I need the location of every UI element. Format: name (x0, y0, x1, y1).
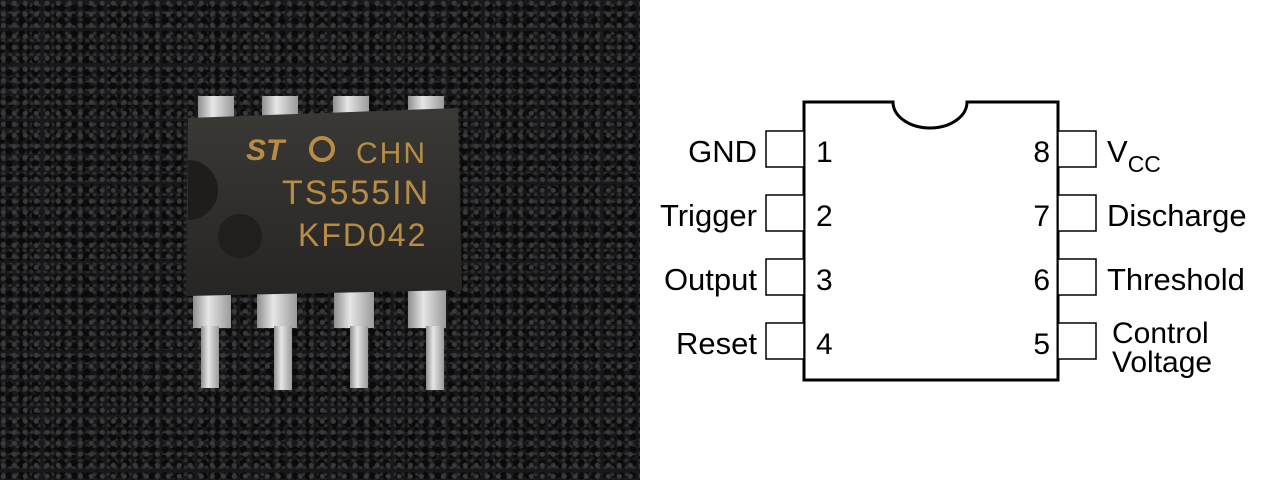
pinout-diagram: 1 2 3 4 8 7 6 5 GND Trigger Output Reset… (640, 0, 1280, 480)
pin-5-label-line1: Control (1112, 317, 1209, 350)
chip-bottom-pins (193, 288, 446, 390)
pin-7-stub (1057, 194, 1097, 232)
chip-pin-4 (408, 288, 446, 390)
pin-3-number: 3 (816, 264, 833, 297)
pin-5-stub (1057, 322, 1097, 360)
chip-logo: ST (246, 134, 287, 167)
pin-2-label: Trigger (660, 198, 757, 233)
pin-8-stub (1057, 130, 1097, 168)
pin-8-label-sub: CC (1128, 151, 1161, 177)
pin-6-stub (1057, 258, 1097, 296)
pin-8-label-main: V (1107, 134, 1128, 169)
chip-pin-2 (257, 288, 297, 390)
chip-photo: ST CHN TS555IN KFD042 (0, 0, 640, 480)
pin-4-number: 4 (816, 328, 833, 361)
chip-pin-1 (193, 288, 231, 388)
chip-logo-mark (309, 136, 335, 162)
pin-7-number: 7 (1033, 200, 1050, 233)
pin-3-stub (765, 258, 805, 296)
pin-3-label: Output (664, 262, 757, 297)
chip-marking-line1: CHN (356, 137, 427, 170)
pin-7-label: Discharge (1107, 198, 1247, 233)
pin-1-label: GND (688, 134, 757, 169)
chip-marking-line3: KFD042 (298, 217, 427, 253)
pin-4-label: Reset (676, 326, 757, 361)
pin-8-label: VCC (1107, 134, 1161, 177)
pin-5-label-line2: Voltage (1112, 346, 1212, 379)
pin-5-number: 5 (1033, 328, 1050, 361)
pin-1-number: 1 (816, 136, 833, 169)
chip-markings: ST CHN TS555IN KFD042 (246, 134, 430, 253)
pinout-drawing: 1 2 3 4 8 7 6 5 GND Trigger Output Reset… (660, 100, 1247, 382)
pin-2-number: 2 (816, 200, 833, 233)
pin-2-stub (765, 194, 805, 232)
pin-1-stub (765, 130, 805, 168)
pin-4-stub (765, 322, 805, 360)
chip-photo-drawing: ST CHN TS555IN KFD042 (186, 96, 462, 390)
chip-pin1-dimple (218, 214, 262, 258)
chip-pin-3 (334, 288, 374, 388)
pin-6-label: Threshold (1107, 262, 1245, 297)
chip-marking-line2: TS555IN (282, 174, 430, 212)
pin-6-number: 6 (1033, 264, 1050, 297)
pin-8-number: 8 (1033, 136, 1050, 169)
ic-outline (802, 100, 1060, 382)
chip-notch (188, 160, 218, 220)
